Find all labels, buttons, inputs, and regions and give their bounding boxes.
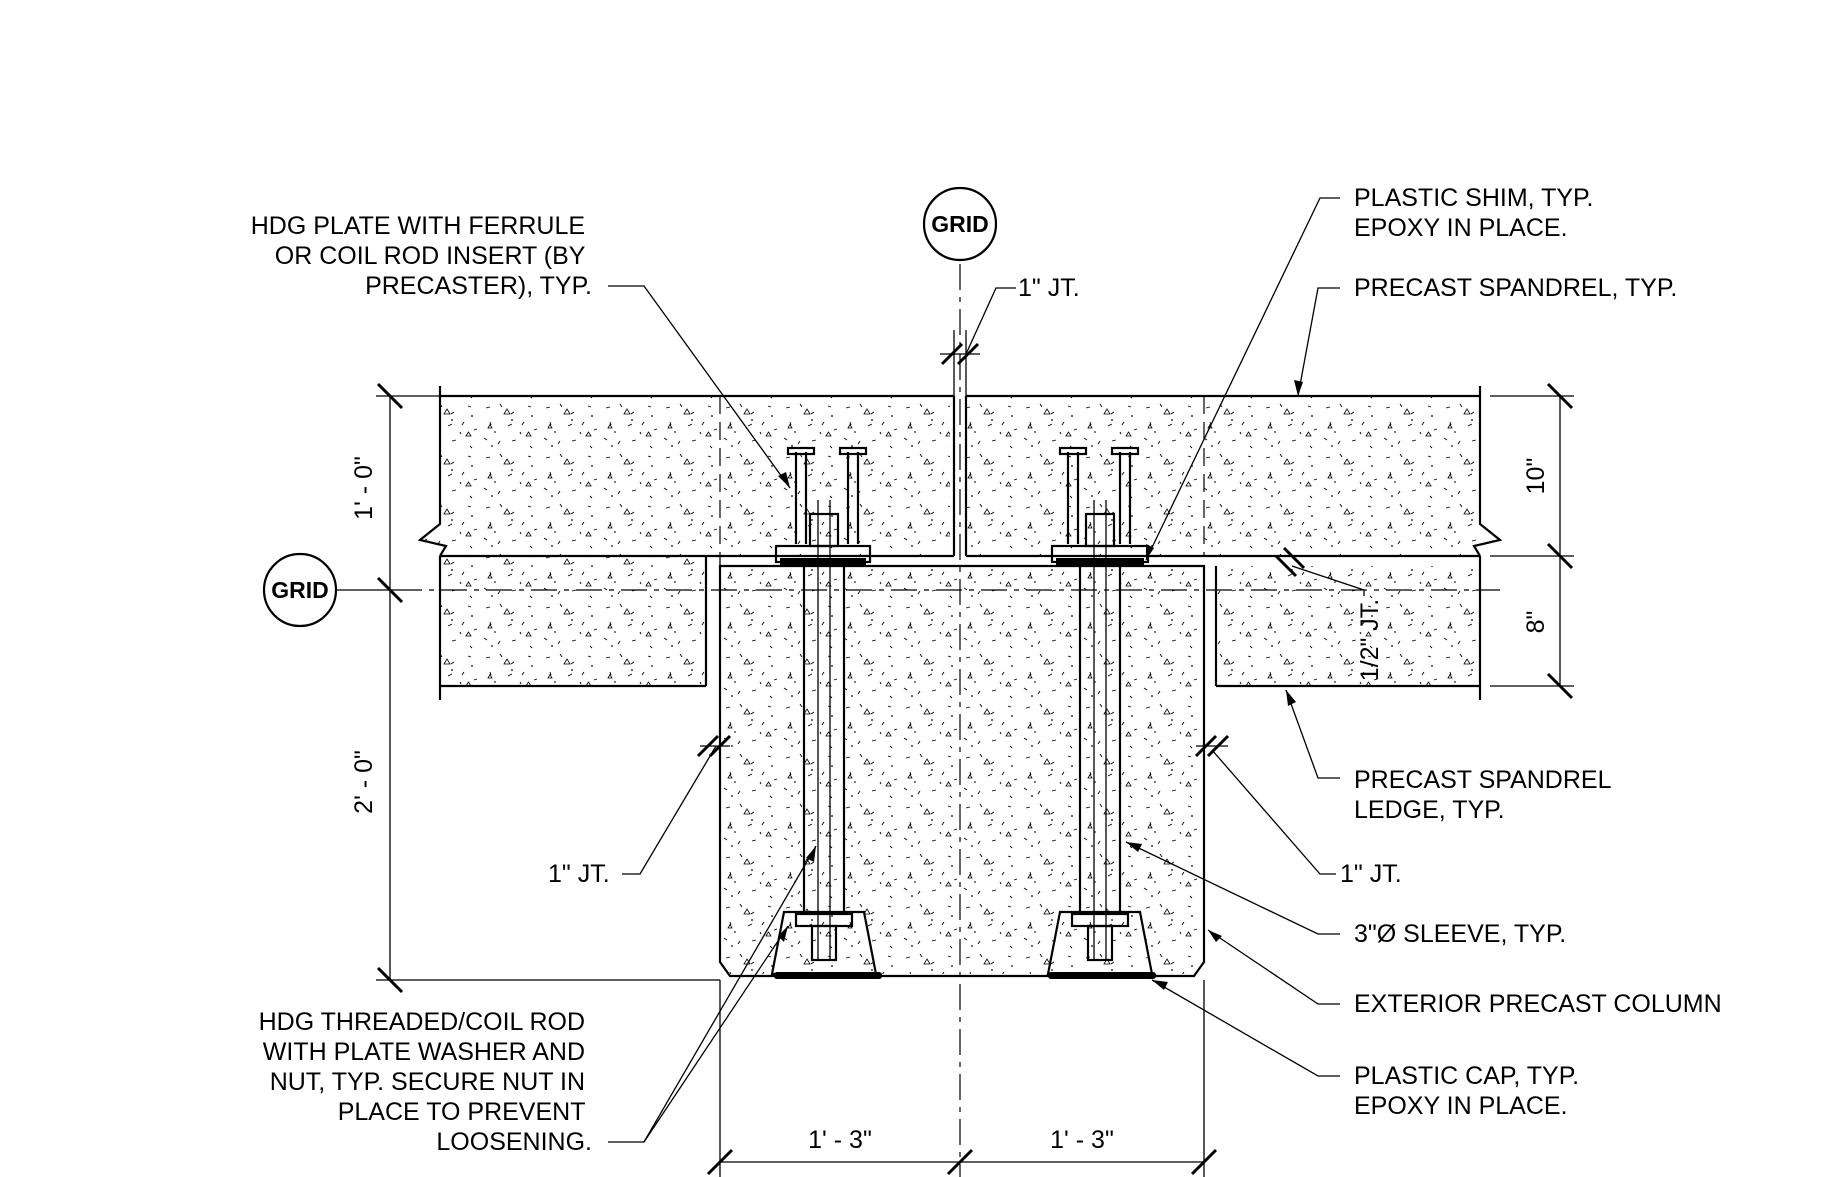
svg-text:PLASTIC CAP, TYP. EPOXY: PLASTIC CAP, TYP. EPOXY IN PLACE. — [1354, 1062, 1586, 1120]
note-spandrel-ledge-line2: LEDGE, TYP. — [1354, 796, 1505, 824]
joint-ticks — [696, 330, 1306, 758]
dim-bottom-left: 1' - 3" — [808, 1126, 872, 1154]
note-threaded-rod-line3: NUT, TYP. SECURE NUT IN — [270, 1068, 585, 1096]
bottom-dimension-string — [706, 980, 1218, 1177]
joint-label-right: 1" JT. — [1340, 860, 1402, 888]
dim-right-lower: 8" — [1522, 611, 1550, 634]
note-column: EXTERIOR PRECAST COLUMN — [1207, 929, 1722, 1018]
note-threaded-rod-line1: HDG THREADED/COIL ROD — [259, 1008, 585, 1036]
grid-bubble-left: GRID — [262, 552, 396, 628]
note-spandrel-ledge-line1: PRECAST SPANDREL — [1354, 766, 1612, 794]
note-sleeve-line1: 3"Ø SLEEVE, TYP. — [1354, 920, 1566, 948]
grid-label-top: GRID — [931, 211, 989, 237]
note-hdg-plate-line2: OR COIL ROD INSERT (BY — [275, 242, 586, 270]
svg-text:PRECAST SPANDREL LEDGE,: PRECAST SPANDREL LEDGE, TYP. — [1354, 766, 1618, 824]
note-threaded-rod: HDG THREADED/COIL ROD WITH PLATE WASHER … — [259, 845, 817, 1156]
right-connection-assembly — [1046, 446, 1156, 979]
left-connection-assembly — [770, 446, 882, 979]
left-spandrel — [417, 386, 956, 700]
column-fill — [720, 566, 1202, 974]
dim-bottom-right: 1' - 3" — [1050, 1126, 1114, 1154]
left-ledge-fill — [440, 556, 706, 686]
note-threaded-rod-line5: LOOSENING. — [436, 1128, 592, 1156]
dim-right-upper: 10" — [1522, 458, 1550, 495]
dim-left-lower: 2' - 0" — [350, 750, 378, 814]
right-dimension-string — [1490, 382, 1574, 700]
exterior-precast-column — [718, 556, 1206, 978]
left-spandrel-fill — [420, 396, 950, 556]
note-column-line1: EXTERIOR PRECAST COLUMN — [1354, 990, 1722, 1018]
note-plastic-cap: PLASTIC CAP, TYP. EPOXY IN PLACE. — [1151, 979, 1586, 1120]
note-hdg-plate-line1: HDG PLATE WITH FERRULE — [251, 212, 585, 240]
joint-label-left: 1" JT. — [548, 860, 610, 888]
note-precast-spandrel: PRECAST SPANDREL, TYP. — [1294, 274, 1677, 397]
note-precast-spandrel-line1: PRECAST SPANDREL, TYP. — [1354, 274, 1677, 302]
right-ledge-fill — [1216, 566, 1476, 686]
svg-text:PLASTIC SHIM, TYP. EPOXY: PLASTIC SHIM, TYP. EPOXY IN PLACE. — [1354, 184, 1600, 242]
svg-text:HDG THREADED/COIL ROD WI: HDG THREADED/COIL ROD WITH PLATE WASHER … — [259, 1008, 592, 1156]
note-plastic-cap-line2: EPOXY IN PLACE. — [1354, 1092, 1568, 1120]
note-hdg-plate-line3: PRECASTER), TYP. — [365, 272, 592, 300]
note-sleeve: 3"Ø SLEEVE, TYP. — [1125, 841, 1566, 948]
note-plastic-shim-line1: PLASTIC SHIM, TYP. — [1354, 184, 1593, 212]
joint-label-half: 1/2" JT. — [1356, 599, 1384, 682]
joint-label-top: 1" JT. — [1018, 274, 1080, 302]
note-plastic-cap-line1: PLASTIC CAP, TYP. — [1354, 1062, 1579, 1090]
note-spandrel-ledge: PRECAST SPANDREL LEDGE, TYP. — [1285, 689, 1618, 824]
dim-left-upper: 1' - 0" — [350, 456, 378, 520]
note-threaded-rod-line2: WITH PLATE WASHER AND — [263, 1038, 585, 1066]
note-threaded-rod-line4: PLACE TO PREVENT — [338, 1098, 585, 1126]
grid-label-left: GRID — [271, 577, 329, 603]
note-plastic-shim: PLASTIC SHIM, TYP. EPOXY IN PLACE. — [1145, 184, 1600, 561]
right-spandrel-fill — [966, 396, 1496, 556]
note-plastic-shim-line2: EPOXY IN PLACE. — [1354, 214, 1568, 242]
svg-text:HDG PLATE WITH FERRULE O: HDG PLATE WITH FERRULE OR COIL ROD INSER… — [251, 212, 592, 300]
grid-bubble-top: GRID — [922, 186, 998, 262]
note-hdg-plate: HDG PLATE WITH FERRULE OR COIL ROD INSER… — [251, 212, 791, 489]
